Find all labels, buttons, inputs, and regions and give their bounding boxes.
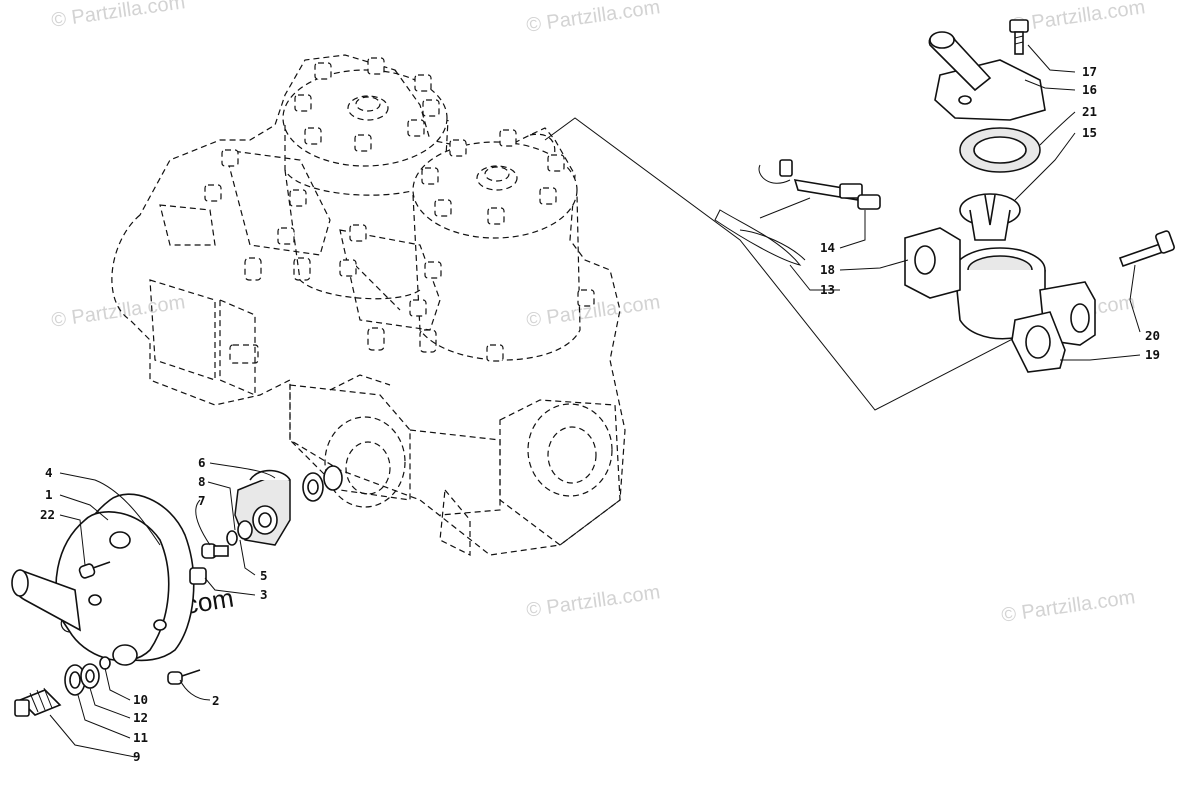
callout-11: 11 — [133, 730, 148, 745]
callout-22: 22 — [40, 507, 55, 522]
callout-18: 18 — [820, 262, 835, 277]
callout-4: 4 — [45, 465, 53, 480]
thermostat — [959, 193, 1021, 241]
engine-block-outline — [111, 54, 626, 556]
callout-1: 1 — [45, 487, 53, 502]
sensor-wire-tie — [714, 197, 811, 266]
callout-3: 3 — [260, 587, 268, 602]
callout-12: 12 — [133, 710, 148, 725]
callout-9: 9 — [133, 749, 141, 764]
callout-19: 19 — [1145, 347, 1160, 362]
assembly-connector-line — [544, 117, 1031, 411]
drain-plug — [14, 687, 62, 717]
cylinder-head-2 — [412, 141, 578, 239]
water-pump-housing — [11, 511, 170, 666]
callout-5: 5 — [260, 568, 268, 583]
cylinder-head-1 — [282, 69, 448, 167]
drain-washers — [64, 656, 111, 696]
callout-14: 14 — [820, 240, 835, 255]
callout-13: 13 — [820, 282, 835, 297]
housing-seal — [959, 127, 1041, 173]
callout-2: 2 — [212, 693, 220, 708]
callout-7: 7 — [198, 493, 206, 508]
shaft-sleeve — [189, 567, 207, 585]
temperature-sensor — [758, 159, 881, 210]
impeller-nut — [201, 543, 229, 559]
callout-20: 20 — [1145, 328, 1160, 343]
callout-17: 17 — [1082, 64, 1097, 79]
impeller — [234, 469, 291, 546]
callout-15: 15 — [1082, 125, 1097, 140]
callout-16: 16 — [1082, 82, 1097, 97]
thermostat-housing-cover — [928, 31, 1046, 121]
long-bolt — [1118, 230, 1175, 268]
callout-10: 10 — [133, 692, 148, 707]
pump-screw — [78, 561, 111, 579]
head-bolts — [204, 57, 595, 362]
impeller-washers — [226, 465, 343, 546]
callout-8: 8 — [198, 474, 206, 489]
callout-6: 6 — [198, 455, 206, 470]
callout-leaders — [49, 44, 1141, 758]
outlet-gasket — [1011, 311, 1066, 373]
pump-bolt — [167, 669, 201, 685]
thermostat-housing — [904, 227, 1096, 346]
cover-bolt — [1009, 19, 1029, 55]
callout-21: 21 — [1082, 104, 1097, 119]
